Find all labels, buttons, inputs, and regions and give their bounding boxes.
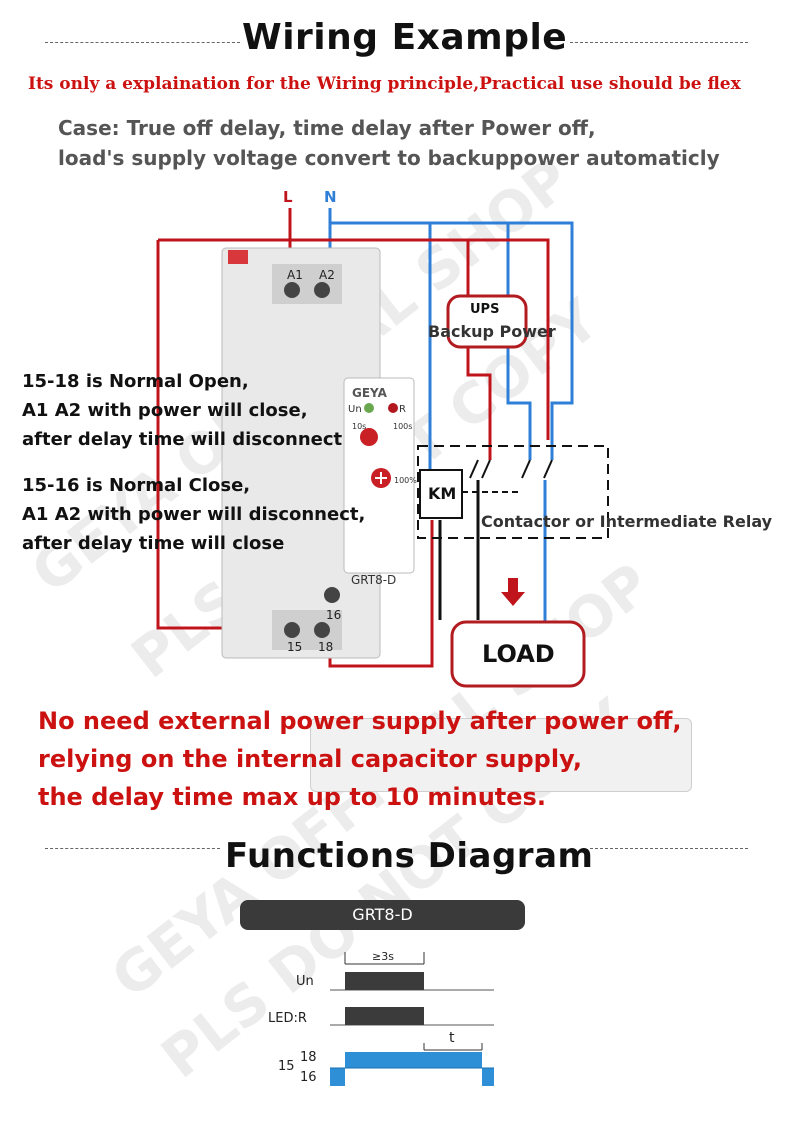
led-r-label: R	[399, 404, 406, 415]
led-un-label: Un	[348, 404, 362, 415]
contactor-label: Contactor or Intermediate Relay	[481, 512, 773, 531]
neutral-wires	[328, 208, 574, 625]
min-pulse-label: ≥3s	[372, 950, 394, 963]
black-wires	[438, 480, 480, 620]
dial-scale-10s: 10s	[352, 422, 367, 431]
functions-divider-left	[45, 848, 220, 849]
backup-power-label: Backup Power	[428, 322, 556, 341]
note-open-line-2: A1 A2 with power will close,	[22, 400, 308, 421]
led-row-label: LED:R	[268, 1011, 307, 1026]
case-line-2: load's supply voltage convert to backupp…	[58, 146, 720, 170]
terminal-a2: A2	[319, 268, 335, 282]
timing-diagram	[330, 952, 494, 1086]
load-label: LOAD	[482, 640, 555, 668]
terminal-15: 15	[287, 640, 303, 654]
relay-device	[221, 247, 415, 659]
down-arrow-icon	[501, 578, 525, 606]
contact-row	[330, 1052, 494, 1086]
terminal-18: 18	[318, 640, 334, 654]
delay-label: t	[449, 1030, 455, 1046]
capacitor-note-background	[310, 718, 692, 792]
dial-scale-100pct: 100%	[394, 476, 417, 485]
capacitor-note-line-1: No need external power supply after powe…	[38, 707, 682, 735]
led-row	[330, 1007, 494, 1026]
note-close-line-3: after delay time will close	[22, 533, 285, 554]
neutral-label: N	[324, 188, 337, 206]
note-open-line-1: 15-18 is Normal Open,	[22, 371, 249, 392]
km-label: KM	[428, 484, 457, 503]
model-bar: GRT8-D	[240, 900, 525, 930]
min-pulse-bracket	[344, 952, 425, 965]
km-coil	[419, 469, 463, 519]
title-divider-left	[45, 42, 240, 43]
functions-divider-right	[590, 848, 748, 849]
title-divider-right	[570, 42, 748, 43]
note-close-line-1: 15-16 is Normal Close,	[22, 475, 251, 496]
terminal-16: 16	[326, 608, 342, 622]
live-label: L	[283, 188, 293, 206]
terminal-a1: A1	[287, 268, 303, 282]
contact-row-top: 18	[300, 1050, 317, 1065]
contactor-box	[417, 445, 609, 539]
brand-logo: GEYA	[352, 386, 387, 400]
model-label: GRT8-D	[351, 573, 397, 587]
contactor-switches	[462, 459, 553, 493]
un-row	[330, 972, 494, 991]
note-open-line-3: after delay time will disconnect	[22, 429, 343, 450]
contact-row-bottom: 16	[300, 1070, 317, 1085]
load-box	[450, 620, 586, 688]
wiring-diagram	[156, 208, 609, 688]
ups-label: UPS	[470, 302, 500, 317]
case-line-1: Case: True off delay, time delay after P…	[58, 116, 596, 140]
wiring-example-title: Wiring Example	[242, 17, 568, 58]
disclaimer-text: Its only a explaination for the Wiring p…	[28, 74, 741, 94]
dial-scale-100s: 100s	[393, 422, 413, 431]
contact-row-prefix: 15	[278, 1059, 295, 1074]
delay-bracket	[423, 1043, 483, 1051]
note-close-line-2: A1 A2 with power will disconnect,	[22, 504, 366, 525]
capacitor-note-line-3: the delay time max up to 10 minutes.	[38, 783, 546, 811]
functions-diagram-title: Functions Diagram	[225, 836, 594, 876]
ups-box	[446, 294, 528, 349]
un-row-label: Un	[296, 974, 314, 989]
capacitor-note-line-2: relying on the internal capacitor supply…	[38, 745, 582, 773]
